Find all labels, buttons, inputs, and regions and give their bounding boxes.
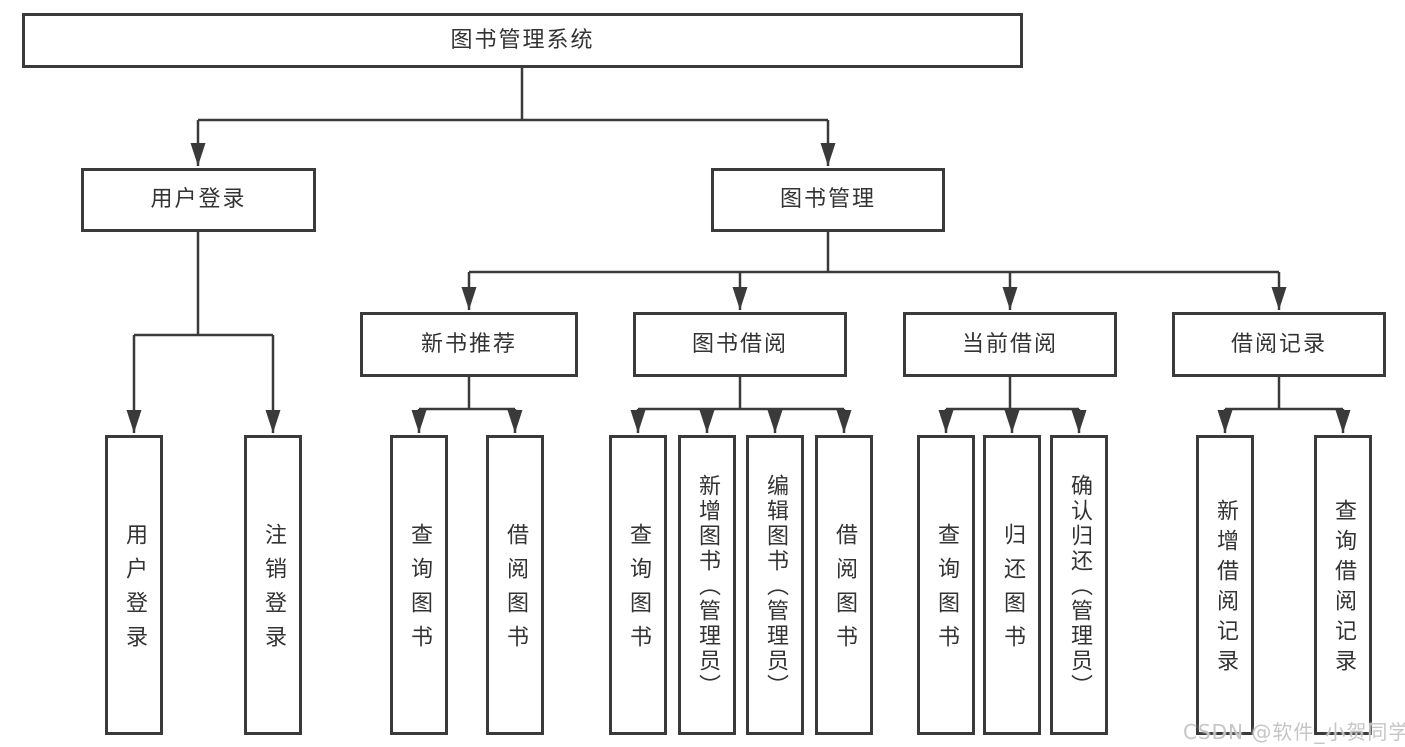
node-borrow-record: 借阅记录: [1172, 312, 1386, 377]
leaf-query-borrow-record: 查询借阅记录: [1314, 435, 1372, 735]
leaf-query-books-3: 查询图书: [917, 435, 975, 735]
leaf-logout: 注销登录: [244, 435, 302, 735]
node-user-login: 用户登录: [81, 168, 316, 232]
node-book-borrow: 图书借阅: [633, 312, 847, 377]
leaf-confirm-return-admin: 确认归还（管理员）: [1050, 435, 1108, 735]
leaf-borrow-books-2: 借阅图书: [815, 435, 873, 735]
leaf-query-books-1-label: 查询图书: [407, 523, 432, 659]
leaf-query-books-1: 查询图书: [390, 435, 448, 735]
leaf-user-login: 用户登录: [105, 435, 163, 735]
node-book-mgmt-label: 图书管理: [779, 187, 876, 212]
node-book-mgmt: 图书管理: [711, 168, 945, 232]
leaf-borrow-books-1: 借阅图书: [486, 435, 544, 735]
leaf-add-borrow-record: 新增借阅记录: [1196, 435, 1254, 735]
node-book-borrow-label: 图书借阅: [691, 331, 788, 357]
node-new-book-rec-label: 新书推荐: [420, 331, 517, 357]
leaf-logout-label: 注销登录: [261, 523, 286, 659]
leaf-edit-books-admin-label: 编辑图书（管理员）: [763, 474, 788, 699]
node-root: 图书管理系统: [22, 13, 1023, 68]
node-current-borrow-label: 当前借阅: [961, 331, 1058, 357]
leaf-query-books-2-label: 查询图书: [626, 523, 651, 659]
node-new-book-rec: 新书推荐: [360, 312, 578, 377]
node-user-login-label: 用户登录: [150, 187, 247, 212]
leaf-query-borrow-record-label: 查询借阅记录: [1331, 499, 1356, 679]
leaf-add-books-admin: 新增图书（管理员）: [678, 435, 736, 735]
leaf-return-books-label: 归还图书: [1000, 523, 1025, 659]
leaf-query-books-2: 查询图书: [609, 435, 667, 735]
leaf-confirm-return-admin-label: 确认归还（管理员）: [1067, 474, 1092, 699]
leaf-user-login-label: 用户登录: [122, 523, 147, 659]
leaf-add-borrow-record-label: 新增借阅记录: [1213, 499, 1238, 679]
leaf-add-books-admin-label: 新增图书（管理员）: [695, 474, 720, 699]
leaf-borrow-books-1-label: 借阅图书: [503, 523, 528, 659]
csdn-watermark: CSDN @软件_小贺同学: [1183, 720, 1405, 744]
leaf-borrow-books-2-label: 借阅图书: [832, 523, 857, 659]
node-root-label: 图书管理系统: [450, 27, 595, 53]
leaf-query-books-3-label: 查询图书: [934, 523, 959, 659]
node-borrow-record-label: 借阅记录: [1230, 331, 1327, 357]
leaf-edit-books-admin: 编辑图书（管理员）: [746, 435, 804, 735]
node-current-borrow: 当前借阅: [903, 312, 1117, 377]
leaf-return-books: 归还图书: [983, 435, 1041, 735]
